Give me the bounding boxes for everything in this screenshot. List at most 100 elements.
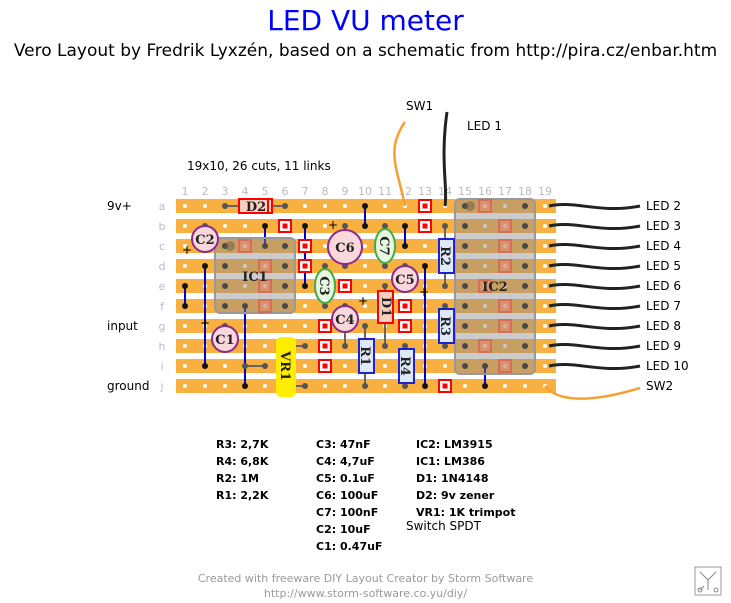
column-number: 7: [302, 185, 309, 198]
c3-body: [314, 268, 336, 304]
hole: [243, 264, 247, 268]
bom-item: C3: 47nF: [316, 438, 371, 451]
hole: [363, 304, 367, 308]
hole: [243, 244, 247, 248]
label-led-9: LED 9: [646, 339, 681, 353]
link-end: [242, 383, 248, 389]
lead-end: [382, 263, 388, 269]
hole: [443, 364, 447, 368]
ic-cut: [258, 299, 272, 313]
hole: [323, 224, 327, 228]
ic-pin: [522, 203, 528, 209]
led-wire: [548, 322, 641, 330]
polarity-plus-icon: +: [328, 218, 338, 232]
hole: [483, 244, 487, 248]
c4-body: [331, 305, 359, 333]
ic-pin: [282, 243, 288, 249]
hole: [543, 224, 547, 228]
ic-pin: [522, 323, 528, 329]
ic-pin: [462, 223, 468, 229]
ic2-notch: [465, 201, 475, 211]
c2-body: [191, 225, 219, 253]
hole: [543, 204, 547, 208]
lead-end: [242, 363, 248, 369]
hole: [503, 224, 507, 228]
column-number: 16: [478, 185, 492, 198]
ic1-body: [214, 237, 296, 314]
hole: [303, 204, 307, 208]
row-letter: g: [159, 320, 166, 333]
hole: [183, 224, 187, 228]
ic-pin: [462, 303, 468, 309]
lead-end: [442, 223, 448, 229]
ic-pin: [522, 223, 528, 229]
hole: [543, 364, 547, 368]
bom-item: R4: 6,8K: [216, 455, 269, 468]
track-cut-mark: [402, 303, 408, 309]
ic-cut: [498, 319, 512, 333]
column-number: 8: [322, 185, 329, 198]
c5-label: C5: [395, 273, 414, 288]
hole: [343, 204, 347, 208]
c1-label: C1: [215, 333, 234, 348]
ic-pin: [222, 303, 228, 309]
hole: [303, 304, 307, 308]
hole: [543, 344, 547, 348]
hole: [503, 384, 507, 388]
row-letter: c: [159, 240, 165, 253]
led-wire: [548, 342, 641, 350]
r1-label: R1: [357, 346, 372, 366]
led-wire: [548, 302, 641, 310]
label-input: input: [107, 319, 138, 333]
bom-item: C4: 4,7uF: [316, 455, 375, 468]
hole: [383, 384, 387, 388]
hole: [503, 344, 507, 348]
hole: [383, 364, 387, 368]
link-end: [262, 243, 268, 249]
hole: [503, 304, 507, 308]
ic-cut: [478, 199, 492, 213]
ic-cut: [258, 279, 272, 293]
ic-pin: [522, 303, 528, 309]
hole: [223, 224, 227, 228]
hole: [503, 284, 507, 288]
bom-item: R2: 1M: [216, 472, 259, 485]
ic-pin: [522, 283, 528, 289]
bom-item: R3: 2,7K: [216, 438, 269, 451]
label-led1: LED 1: [467, 119, 502, 133]
ic-cut: [478, 279, 492, 293]
c7-label: C7: [376, 236, 391, 255]
hole: [543, 244, 547, 248]
hole: [323, 244, 327, 248]
label-led-4: LED 4: [646, 239, 681, 253]
label-ground: ground: [107, 379, 150, 393]
led1-wire: [442, 111, 449, 207]
lead-end: [342, 223, 348, 229]
hole: [183, 344, 187, 348]
sw2-wire: [544, 385, 641, 400]
ic1-label: IC1: [242, 270, 267, 285]
ic-cut: [498, 299, 512, 313]
lead-end: [302, 383, 308, 389]
label-led-7: LED 7: [646, 299, 681, 313]
hole: [463, 384, 467, 388]
hole: [263, 344, 267, 348]
hole: [283, 324, 287, 328]
r2-label: R2: [437, 246, 452, 266]
led-wire: [548, 222, 641, 230]
vr1-label: VR1: [277, 350, 292, 381]
lead-end: [442, 283, 448, 289]
polarity-plus-icon: +: [182, 243, 192, 257]
ic-cut: [238, 239, 252, 253]
c5-body: [391, 265, 419, 293]
hole: [503, 264, 507, 268]
ic-cut: [258, 259, 272, 273]
link-end: [422, 383, 428, 389]
row-letter: j: [159, 380, 163, 393]
track-cut-mark: [322, 323, 328, 329]
lead-end: [322, 303, 328, 309]
lead-end: [282, 203, 288, 209]
column-number: 18: [518, 185, 532, 198]
r2-body: [438, 238, 455, 274]
